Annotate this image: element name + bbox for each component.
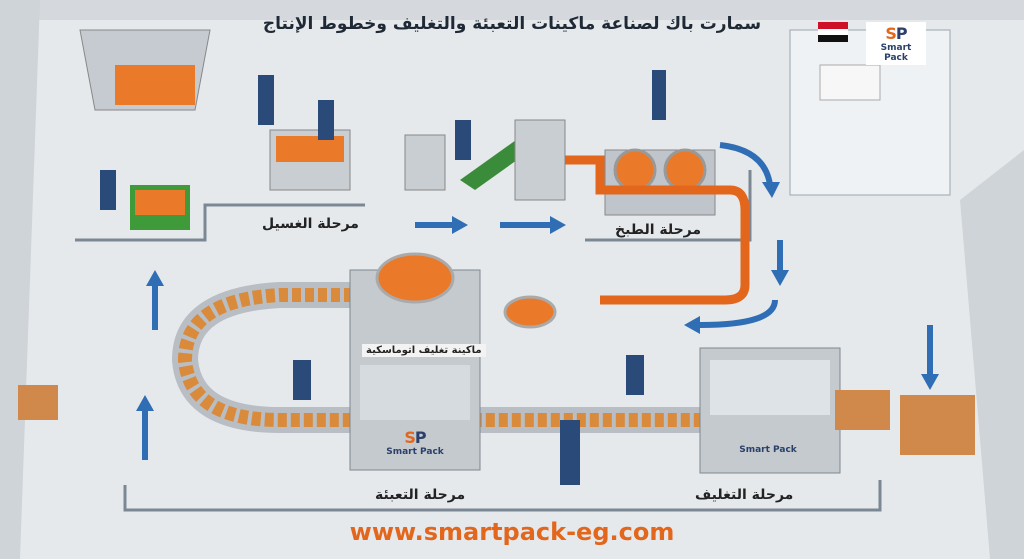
crate-rack — [18, 385, 58, 420]
filling-machine-label: ماكينة تغليف اتوماسكية — [362, 344, 486, 357]
egypt-flag — [818, 22, 848, 42]
blanching-machine — [514, 119, 566, 201]
office-desk — [819, 64, 881, 101]
stage-label-filling: مرحلة التعبئة — [375, 487, 466, 503]
packaging-machine — [699, 347, 841, 474]
carrot-pile — [115, 65, 195, 105]
brand-name: Smart Pack — [739, 445, 797, 455]
brand-initial-s: S — [404, 428, 415, 447]
brand-logo-packaging: Smart Pack — [735, 445, 801, 455]
flow-arrows — [136, 142, 939, 460]
brand-initial-p: P — [895, 24, 908, 43]
stage-label-washing: مرحلة الغسيل — [262, 216, 359, 232]
brand-logo-filling: SP Smart Pack — [382, 428, 448, 457]
filling-zone-outline — [123, 480, 882, 512]
jar-conveyor — [171, 282, 840, 433]
brand-name: Smart Pack — [386, 447, 444, 457]
right-wall — [960, 150, 1024, 559]
brand-initial-p: P — [414, 428, 427, 447]
filling-bowl — [375, 252, 455, 304]
page-title: سمارت باك لصناعة ماكينات التعبئة والتغلي… — [262, 14, 762, 34]
back-wall — [0, 0, 1024, 20]
cutting-machine — [404, 134, 446, 191]
brand-name: Smart Pack — [880, 43, 912, 63]
cooking-kettles — [604, 148, 716, 216]
product-pipeline — [565, 155, 750, 305]
workers — [100, 70, 666, 485]
mixing-bowl — [503, 295, 557, 329]
carrot-crate — [130, 185, 190, 230]
brand-initials: SP — [868, 24, 924, 43]
brand-initial-s: S — [885, 24, 896, 43]
packed-cartons — [835, 390, 890, 430]
brand-initials: SP — [382, 428, 448, 447]
stage-label-cooking: مرحلة الطبخ — [615, 222, 702, 238]
cooking-zone-outline — [585, 170, 752, 242]
finished-pallet — [900, 395, 975, 455]
washing-zone-outline — [75, 203, 365, 242]
brand-logo-office: SP Smart Pack — [866, 22, 926, 65]
website-link[interactable]: www.smartpack-eg.com — [349, 518, 675, 546]
left-wall — [0, 0, 40, 559]
stage-label-packaging: مرحلة التغليف — [695, 487, 794, 503]
washing-tank — [269, 129, 351, 191]
